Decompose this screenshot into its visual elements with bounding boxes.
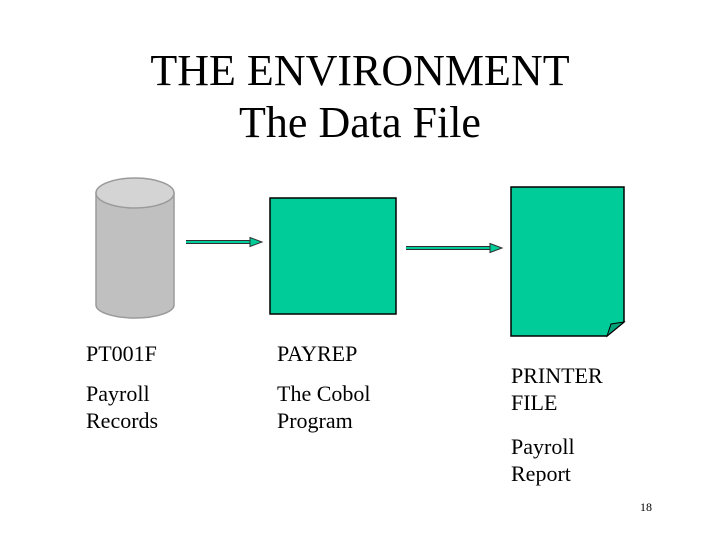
arrow-file-to-program [186,236,264,248]
slide-number: 18 [640,500,652,514]
document-sheet [510,186,625,337]
document-folded-corner [605,321,626,338]
payroll-file-name: PT001F [86,341,157,366]
payroll-file-cylinder [95,177,175,319]
printer-file-name: PRINTER FILE [511,363,603,415]
payroll-file-description: Payroll Records [86,381,159,433]
cylinder-top [95,177,175,209]
printer-file-description: Payroll Report [511,434,575,486]
slide-title: THE ENVIRONMENT [150,46,570,95]
arrowhead [489,242,504,254]
arrow-program-to-printer [406,242,504,254]
cobol-program-box [269,197,397,315]
slide-subtitle: The Data File [239,98,481,147]
cobol-program-description: The Cobol Program [277,381,371,433]
arrowhead [249,236,264,248]
cobol-program-name: PAYREP [277,341,358,366]
printer-file-document [510,186,626,338]
cylinder-body [95,192,175,319]
